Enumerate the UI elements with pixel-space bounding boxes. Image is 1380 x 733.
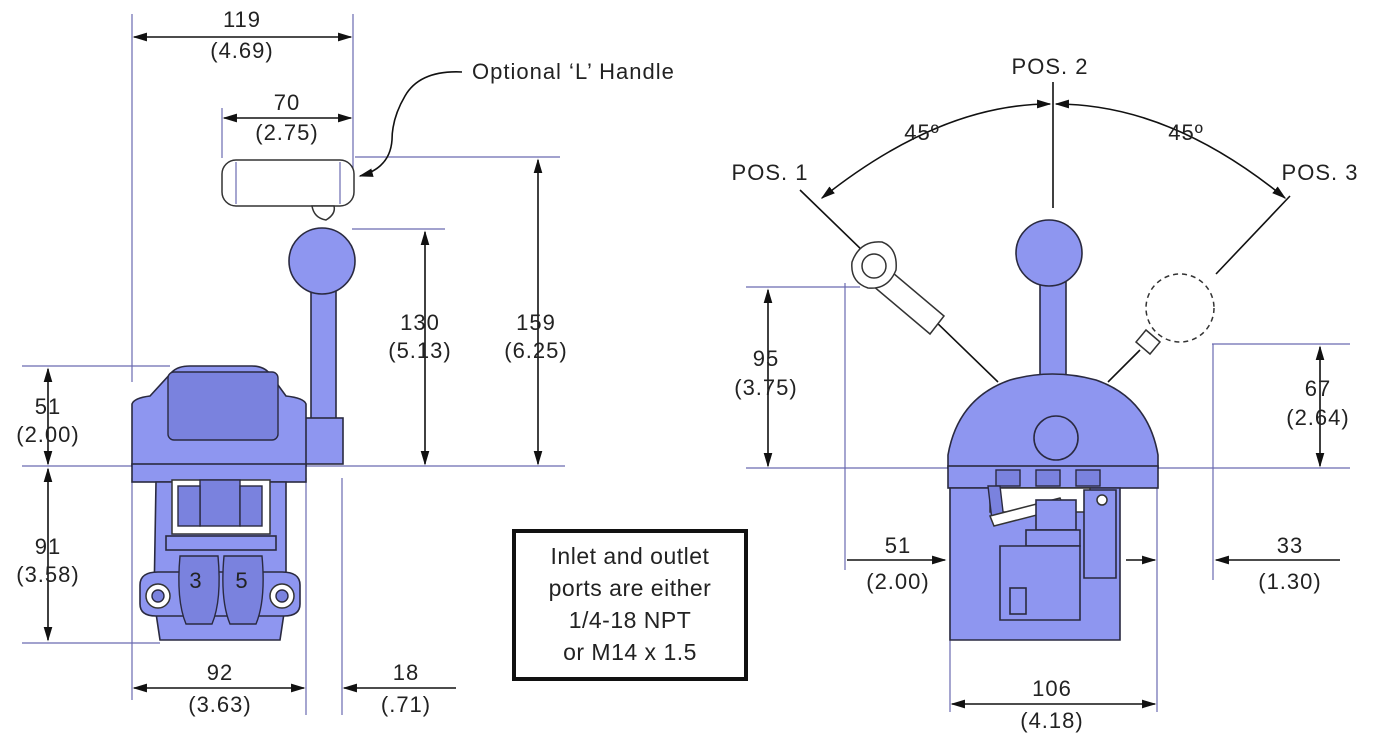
left-side-view: 3 5 119 (4.69) 70 (2.75) Optional ‘L’ Ha… <box>16 7 675 717</box>
dim-51-right-inch-label: (2.00) <box>866 569 929 594</box>
position-1-label: POS. 1 <box>732 160 809 185</box>
port-label-5: 5 <box>235 568 248 593</box>
dim-159-inch-label: (6.25) <box>504 338 567 363</box>
dim-51-left-inch-label: (2.00) <box>16 422 79 447</box>
handle-lever-shape <box>288 227 356 465</box>
optional-l-handle-callout: Optional ‘L’ Handle <box>472 59 675 84</box>
dim-130-inch-label: (5.13) <box>388 338 451 363</box>
dim-67-label: 67 <box>1305 376 1331 401</box>
optional-l-handle-shape <box>221 159 355 221</box>
dim-70-label: 70 <box>274 90 300 115</box>
note-line-1: Inlet and outlet <box>551 543 710 569</box>
dim-18-inch-label: (.71) <box>381 692 431 717</box>
right-front-view: POS. 2 POS. 1 POS. 3 45º 45º <box>732 54 1359 733</box>
port-note-box: Inlet and outlet ports are either 1/4-18… <box>512 529 748 681</box>
front-valve-body-shape <box>947 219 1159 641</box>
dim-130-label: 130 <box>400 310 440 335</box>
note-line-3: 1/4-18 NPT <box>569 607 692 633</box>
dim-70-inch-label: (2.75) <box>255 120 318 145</box>
dim-92-inch-label: (3.63) <box>188 692 251 717</box>
dim-92-label: 92 <box>207 660 233 685</box>
dim-33-inch-label: (1.30) <box>1258 569 1321 594</box>
dim-33-label: 33 <box>1277 533 1303 558</box>
angle-right-label: 45º <box>1168 120 1204 145</box>
handle-position-1-ghost <box>851 241 946 336</box>
note-line-2: ports are either <box>549 575 712 601</box>
handle-position-3-ghost <box>1134 273 1215 356</box>
dim-51-left-label: 51 <box>35 394 61 419</box>
note-line-4: or M14 x 1.5 <box>563 639 697 665</box>
dim-67-inch-label: (2.64) <box>1286 405 1349 430</box>
dim-51-right-label: 51 <box>885 533 911 558</box>
angle-left-label: 45º <box>904 120 940 145</box>
dim-95-label: 95 <box>753 346 779 371</box>
dim-91-label: 91 <box>35 534 61 559</box>
position-2-label: POS. 2 <box>1012 54 1089 79</box>
valve-body-shape: 3 5 <box>131 365 307 641</box>
dim-159-label: 159 <box>516 310 556 335</box>
position-3-label: POS. 3 <box>1282 160 1359 185</box>
port-label-3: 3 <box>189 568 202 593</box>
dim-106-label: 106 <box>1032 676 1072 701</box>
dim-106-inch-label: (4.18) <box>1020 708 1083 733</box>
dim-119-label: 119 <box>223 7 261 32</box>
dim-119-inch-label: (4.69) <box>210 38 273 63</box>
dim-18-label: 18 <box>393 660 419 685</box>
dim-91-inch-label: (3.58) <box>16 562 79 587</box>
dim-95-inch-label: (3.75) <box>734 375 797 400</box>
